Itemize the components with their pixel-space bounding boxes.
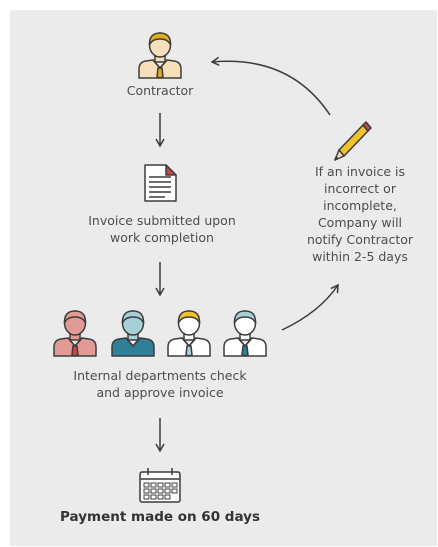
invoice-correction-note: If an invoice is incorrect or incomplete… [292, 163, 428, 265]
feedback-arrow-from-internal [281, 283, 339, 331]
internal-label-line-2: and approve invoice [96, 385, 224, 400]
diagram-background [10, 10, 437, 546]
person-icon-1 [53, 310, 97, 357]
note-line-6: within 2-5 days [312, 249, 408, 264]
internal-check-label: Internal departments check and approve i… [40, 367, 280, 401]
invoice-document-icon [144, 164, 177, 202]
invoice-label-line-1: Invoice submitted upon [88, 213, 236, 228]
note-line-1: If an invoice is [314, 164, 406, 179]
payment-label: Payment made on 60 days [60, 509, 260, 525]
note-line-4: Company will [317, 215, 403, 230]
invoice-step-label: Invoice submitted upon work completion [50, 212, 274, 246]
note-line-5: notify Contractor [306, 232, 414, 247]
invoice-label-line-2: work completion [110, 230, 214, 245]
contractor-label: Contractor [126, 83, 194, 98]
person-icon-4 [223, 310, 267, 357]
person-icon-2 [111, 310, 155, 357]
internal-label-line-1: Internal departments check [73, 368, 247, 383]
pencil-icon [334, 121, 372, 161]
feedback-arrow-to-contractor [210, 56, 331, 116]
note-line-2: incorrect or [324, 181, 396, 196]
person-icon-3 [167, 310, 211, 357]
note-line-3: incomplete, [323, 198, 397, 213]
contractor-person-icon [138, 32, 182, 79]
calendar-icon [139, 468, 181, 503]
